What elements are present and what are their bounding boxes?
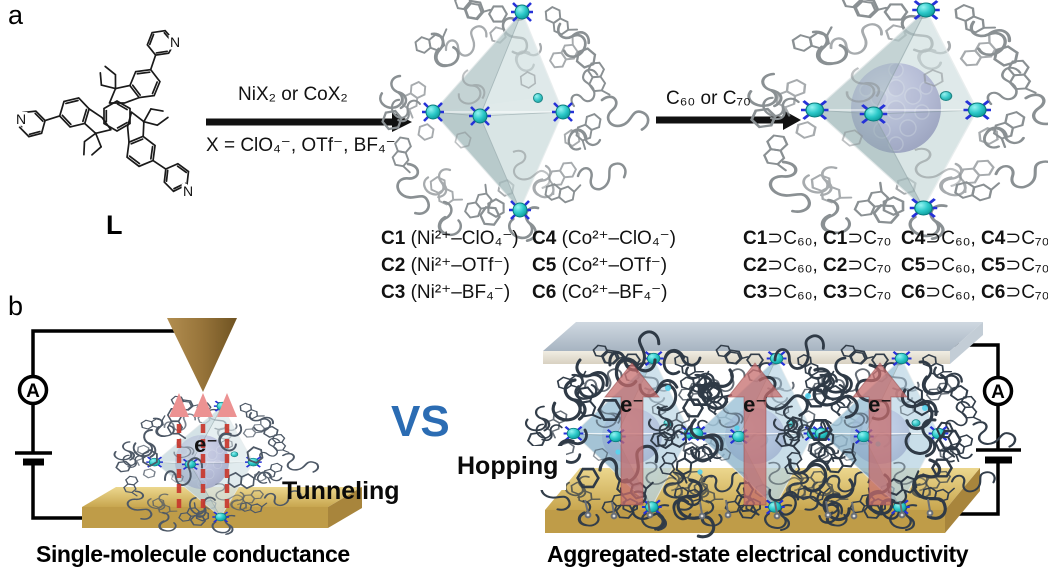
ammeter-left (17, 374, 49, 406)
caption-right: Aggregated-state electrical conductivity (547, 541, 969, 567)
stm-tip (167, 318, 237, 392)
fullerene-cage (745, 0, 1048, 244)
hopping-arrows (603, 362, 909, 506)
battery-left (15, 451, 52, 466)
tunneling-paths (169, 393, 237, 514)
cage-label: C5 (Co²⁺–OTf⁻) (532, 255, 668, 276)
panel-b-label: b (8, 291, 24, 321)
hopping-label: Hopping (457, 452, 559, 480)
inclusion-label: C2⊃C₆₀, C2⊃C₇₀ (743, 255, 892, 276)
caption-left: Single-molecule conductance (36, 541, 350, 567)
hopping-text-backdrop (428, 446, 566, 490)
cage-label: C3 (Ni²⁺–BF₄⁻) (381, 282, 511, 303)
inclusion-label: C1⊃C₆₀, C1⊃C₇₀ (743, 228, 892, 249)
electron-label: e⁻ (743, 392, 767, 417)
cage-label: C6 (Co²⁺–BF₄⁻) (532, 282, 668, 303)
ligand-structure: N N N (13, 12, 213, 202)
vs-label: VS (391, 397, 450, 446)
ammeter-right (982, 375, 1014, 407)
inclusion-label: C3⊃C₆₀, C3⊃C₇₀ (743, 282, 892, 303)
pyridine-n-label: N (16, 111, 26, 127)
pyridine-n-label: N (170, 34, 180, 50)
cage-pins (584, 498, 934, 520)
arrow1-reagents: NiX₂ or CoX₂ (238, 84, 348, 105)
inclusion-label: C4⊃C₆₀, C4⊃C₇₀ (901, 228, 1048, 249)
metal-cage (377, 0, 651, 246)
inclusion-label: C5⊃C₆₀, C5⊃C₇₀ (901, 255, 1048, 276)
tunneling-label: Tunneling (282, 477, 400, 505)
battery-right (976, 448, 1021, 464)
electron-label: e⁻ (868, 392, 892, 417)
ligand-label: L (106, 210, 123, 240)
electron-label: e⁻ (194, 432, 218, 457)
ammeter-right-label: A (991, 382, 1005, 403)
inclusion-label: C6⊃C₆₀, C6⊃C₇₀ (901, 282, 1048, 303)
arrow1-anions: X = ClO₄⁻, OTf⁻, BF₄⁻ (206, 135, 396, 156)
reaction-arrow-1 (206, 112, 412, 132)
ammeter-left-label: A (26, 381, 40, 402)
cage-label: C2 (Ni²⁺–OTf⁻) (381, 255, 510, 276)
arrow2-reagents: C₆₀ or C₇₀ (666, 88, 751, 109)
cage-label: C1 (Ni²⁺–ClO₄⁻) (381, 228, 519, 249)
electron-label: e⁻ (620, 392, 644, 417)
reaction-arrow-2 (656, 110, 801, 130)
panel-a-label: a (8, 0, 24, 30)
left-circuit (31, 329, 176, 520)
cage-label: C4 (Co²⁺–ClO₄⁻) (532, 228, 676, 249)
pyridine-n-label: N (183, 183, 193, 199)
